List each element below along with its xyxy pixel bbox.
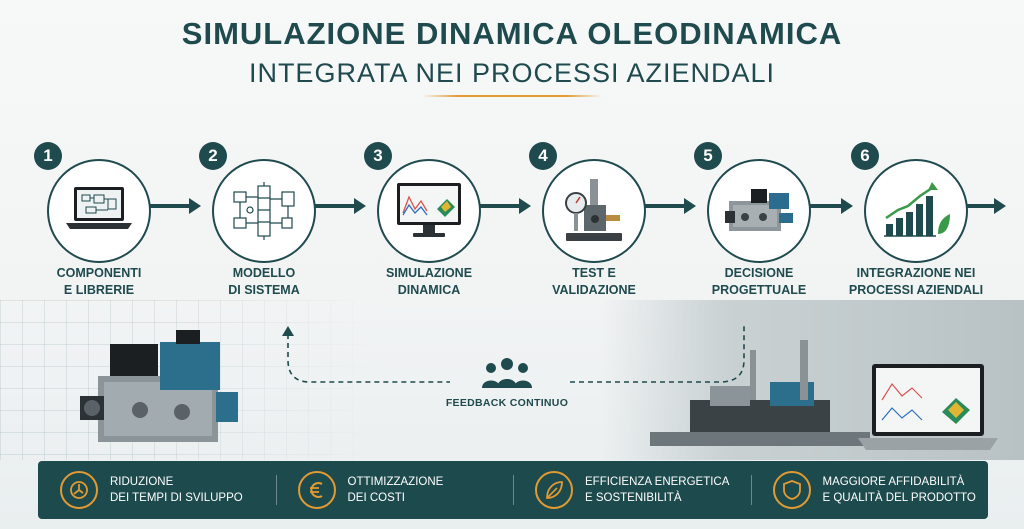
benefit-item: OTTIMIZZAZIONE DEI COSTI [275, 461, 514, 519]
monitor-icon [397, 183, 461, 237]
hydraulic-unit-illustration [80, 330, 238, 442]
process-step-6: 6 INTEGRAZIONE NEI PROCESSI AZIENDALI [841, 142, 991, 302]
step-label: DECISIONE PROGETTUALE [674, 265, 844, 299]
benefit-item: EFFICIENZA ENERGETICA E SOSTENIBILITÀ [513, 461, 751, 519]
benefit-text: MAGGIORE AFFIDABILITÀ E QUALITÀ DEL PROD… [823, 474, 976, 506]
process-step-4: 4 TEST E VALIDAZIONE [519, 142, 669, 302]
test-bench-illustration [650, 340, 870, 446]
benefit-text: RIDUZIONE DEI TEMPI DI SVILUPPO [110, 474, 243, 506]
process-step-5: 5 DECISIONE PROGETTUALE [684, 142, 834, 302]
page-title: SIMULAZIONE DINAMICA OLEODINAMICA [181, 16, 843, 51]
benefit-line-2: DEI TEMPI DI SVILUPPO [110, 492, 243, 504]
step-number: 4 [529, 142, 557, 170]
flow-arrow-end [966, 198, 1006, 214]
process-step-1: 1 COMPONENTI E LIBRERIE [24, 142, 174, 302]
people-icon [482, 358, 532, 388]
step-label-line-1: MODELLO [232, 266, 296, 280]
step-number: 6 [851, 142, 879, 170]
step-label-line-2: PROGETTUALE [711, 283, 807, 297]
benefit-line-1: MAGGIORE AFFIDABILITÀ [822, 476, 965, 488]
step-6-circle [864, 159, 968, 263]
step-number: 2 [199, 142, 227, 170]
step-label-line-2: DI SISTEMA [228, 283, 300, 297]
step-label: MODELLO DI SISTEMA [179, 265, 349, 299]
step-3-circle [377, 159, 481, 263]
process-step-2: 2 MODELLO DI SISTEMA [189, 142, 339, 302]
laptop-icon [66, 187, 132, 229]
laptop-illustration [858, 364, 998, 450]
step-number: 1 [34, 142, 62, 170]
flow-arrow [149, 198, 201, 214]
benefit-line-2: E QUALITÀ DEL PRODOTTO [822, 492, 976, 504]
step-1-circle [47, 159, 151, 263]
page-subtitle: INTEGRATA NEI PROCESSI AZIENDALI [248, 58, 776, 88]
shield-icon [772, 471, 811, 509]
euro-icon [297, 471, 336, 509]
benefit-text: OTTIMIZZAZIONE DEI COSTI [348, 474, 444, 506]
step-4-circle [542, 159, 646, 263]
title-divider [422, 95, 602, 97]
valve-block-icon [725, 189, 793, 231]
benefits-band: RIDUZIONE DEI TEMPI DI SVILUPPO OTTIMIZZ… [38, 461, 988, 519]
test-bench-icon [565, 179, 622, 241]
process-step-3: 3 SIMULAZIONE DINAMICA [354, 142, 504, 302]
step-label-line-1: COMPONENTI [56, 266, 142, 280]
step-label: TEST E VALIDAZIONE [509, 265, 679, 299]
flow-arrow [479, 198, 531, 214]
step-label: COMPONENTI E LIBRERIE [14, 265, 184, 299]
step-2-circle [212, 159, 316, 263]
clock-cycle-icon [60, 471, 98, 509]
benefit-line-1: OTTIMIZZAZIONE [347, 476, 444, 488]
step-number: 3 [364, 142, 392, 170]
step-label: SIMULAZIONE DINAMICA [344, 265, 514, 299]
feedback-label: FEEDBACK CONTINUO [445, 397, 569, 409]
benefit-line-1: EFFICIENZA ENERGETICA [585, 476, 730, 488]
benefit-line-2: DEI COSTI [347, 492, 406, 504]
step-label-line-2: DINAMICA [397, 283, 461, 297]
step-number: 5 [694, 142, 722, 170]
growth-chart-icon [884, 182, 950, 237]
step-label-line-1: INTEGRAZIONE NEI [856, 266, 976, 280]
step-label: INTEGRAZIONE NEI PROCESSI AZIENDALI [831, 265, 1001, 299]
leaf-icon [535, 471, 573, 509]
benefit-item: MAGGIORE AFFIDABILITÀ E QUALITÀ DEL PROD… [750, 461, 989, 519]
step-label-line-2: VALIDAZIONE [552, 283, 636, 297]
schematic-icon [233, 182, 295, 240]
benefit-text: EFFICIENZA ENERGETICA E SOSTENIBILITÀ [585, 474, 729, 506]
step-5-circle [707, 159, 811, 263]
benefit-item: RIDUZIONE DEI TEMPI DI SVILUPPO [38, 461, 276, 519]
step-label-line-1: DECISIONE [724, 266, 794, 280]
flow-arrow [314, 198, 366, 214]
step-label-line-1: TEST E [572, 266, 616, 280]
flow-arrow [644, 198, 696, 214]
step-label-line-2: E LIBRERIE [63, 283, 135, 297]
step-label-line-1: SIMULAZIONE [385, 266, 473, 280]
step-label-line-2: PROCESSI AZIENDALI [848, 283, 984, 297]
benefit-line-2: E SOSTENIBILITÀ [585, 492, 682, 504]
feedback-loop-path [282, 324, 745, 383]
benefit-line-1: RIDUZIONE [110, 476, 174, 488]
flow-arrow [809, 198, 853, 214]
illustration-area [0, 300, 1024, 460]
